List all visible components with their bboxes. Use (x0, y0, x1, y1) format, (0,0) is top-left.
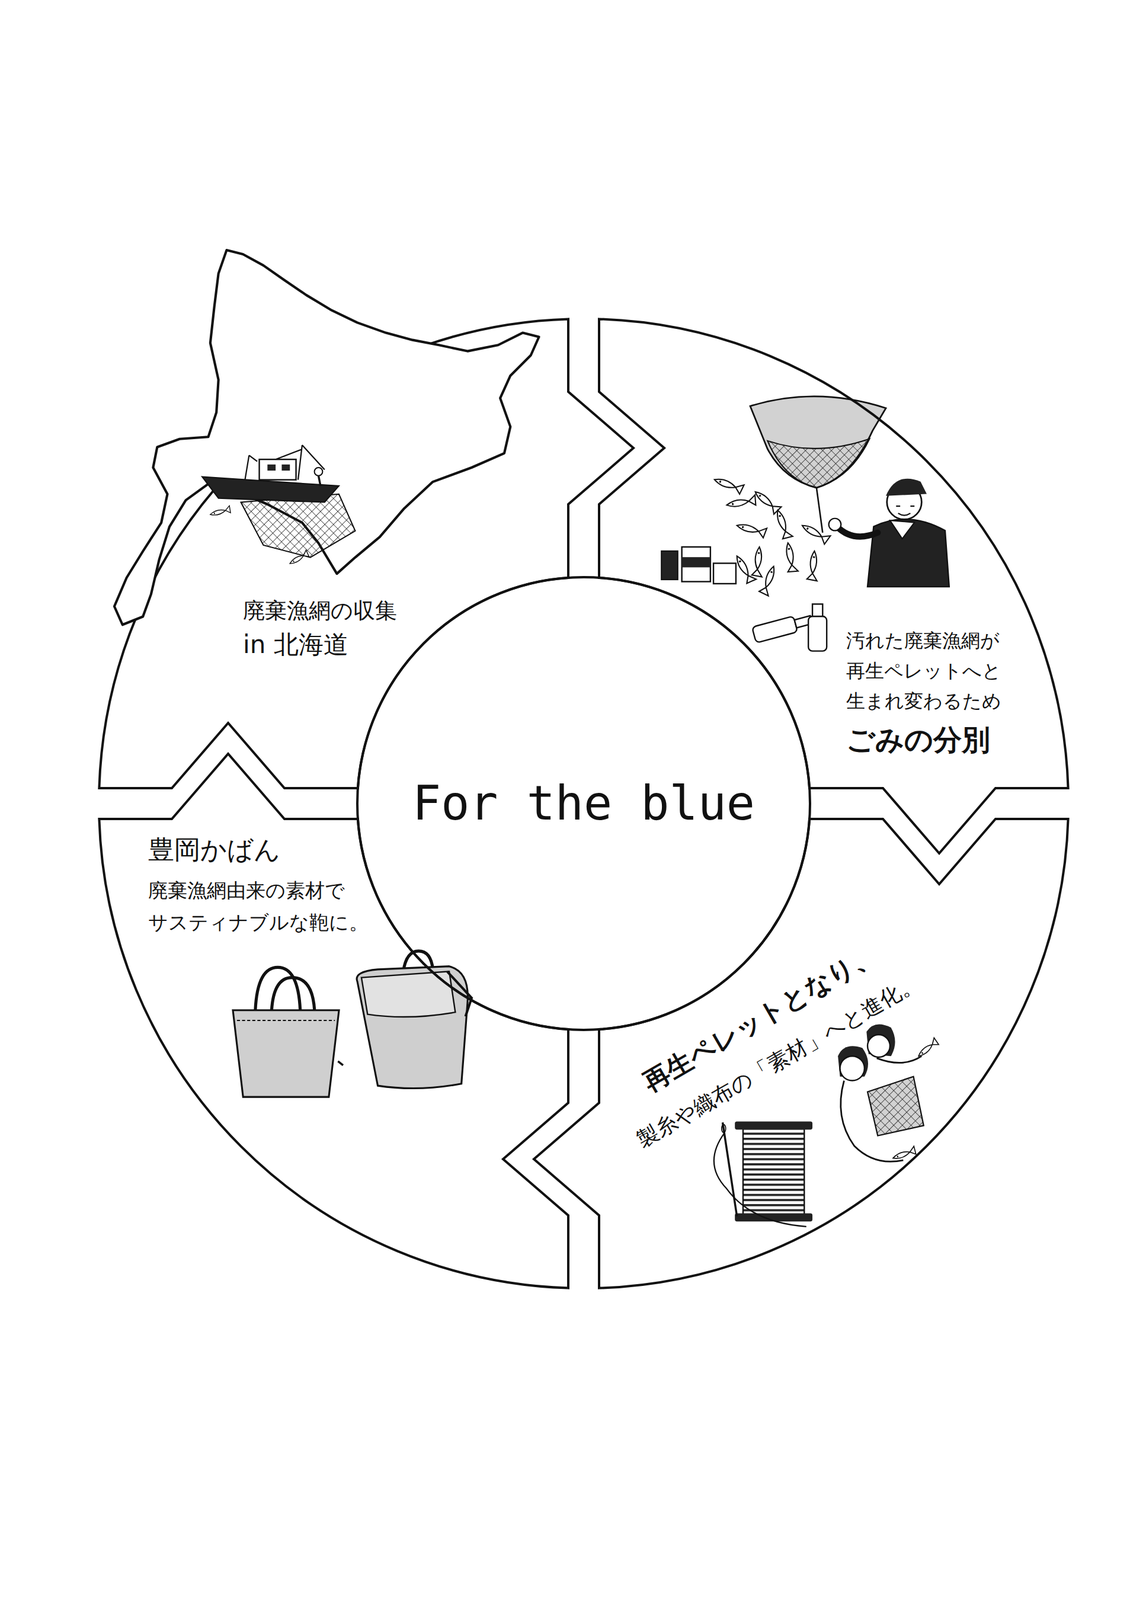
fisherman (836, 526, 878, 537)
center-title: For the blue (412, 773, 755, 834)
backpack (356, 951, 472, 1089)
fish-pile (735, 520, 767, 539)
mermaids (867, 1076, 924, 1136)
bottles (808, 616, 827, 652)
thread-spool (743, 1128, 805, 1215)
cans (661, 551, 678, 580)
net-bag (816, 487, 823, 533)
step-title: 廃棄漁網の収集 (242, 597, 398, 625)
cans (713, 563, 736, 584)
fish-pile (807, 550, 821, 581)
fish-pile (751, 546, 765, 577)
tote-bag (232, 967, 344, 1097)
cans (682, 557, 711, 568)
hokkaido-map (114, 250, 540, 625)
mermaids (876, 1055, 923, 1063)
circle-outline (357, 577, 811, 1030)
step-place: in 北海道 (242, 629, 349, 661)
fish-pile (782, 542, 799, 573)
hokkaido-map (114, 250, 540, 625)
fish-pile (751, 487, 781, 515)
bottles (751, 611, 814, 643)
step-title: ごみの分別 (846, 721, 991, 758)
cycle-segment: 豊岡かばん廃棄漁網由来の素材で サスティナブルな鞄に。 (93, 237, 1075, 1298)
fisherman (828, 478, 950, 587)
cans (682, 546, 711, 582)
step-title: 豊岡かばん (148, 833, 281, 866)
cans (661, 546, 736, 584)
segment-outline (98, 753, 569, 1289)
fisherman (895, 506, 915, 515)
tote-bag (237, 1019, 335, 1021)
fish-pile (725, 494, 757, 511)
segment-outline (533, 818, 1069, 1289)
mermaids (867, 1076, 924, 1136)
mermaids (840, 1055, 865, 1081)
circle-outline (93, 237, 1075, 1298)
fish-pile (758, 564, 779, 597)
step-note: 廃棄漁網由来の素材で サスティナブルな鞄に。 (148, 874, 376, 940)
segment-outline (93, 237, 1075, 1298)
fisherman (885, 478, 927, 496)
fish-pile (772, 508, 793, 540)
fisherman (890, 520, 915, 539)
thread-spool (714, 1132, 807, 1226)
step-note: 汚れた廃棄漁網が 再生ペレットへと 生まれ変わるため (846, 625, 1017, 717)
bottles (812, 603, 823, 617)
fish-pile (799, 520, 831, 545)
mermaids (916, 1037, 940, 1059)
thread-spool (714, 1121, 813, 1226)
mermaids (837, 1023, 940, 1162)
tote-bag (232, 1010, 339, 1097)
mermaids (867, 1034, 891, 1058)
tote-bag (271, 977, 315, 1011)
tote-bag (337, 1061, 344, 1066)
segment-outline (599, 318, 1069, 854)
net-bag (750, 396, 886, 533)
thread-spool (722, 1122, 738, 1216)
bottles (751, 616, 798, 643)
center-circle: For the blue (93, 237, 1075, 1298)
fisherman (828, 518, 842, 531)
net-bag (767, 438, 870, 488)
thread-spool (721, 1124, 726, 1133)
fish-pile (712, 474, 745, 495)
fish-pile (712, 474, 831, 596)
fisherman (867, 519, 950, 587)
backpack (356, 966, 468, 1089)
thread-spool (734, 1121, 813, 1130)
bottles (751, 603, 827, 651)
